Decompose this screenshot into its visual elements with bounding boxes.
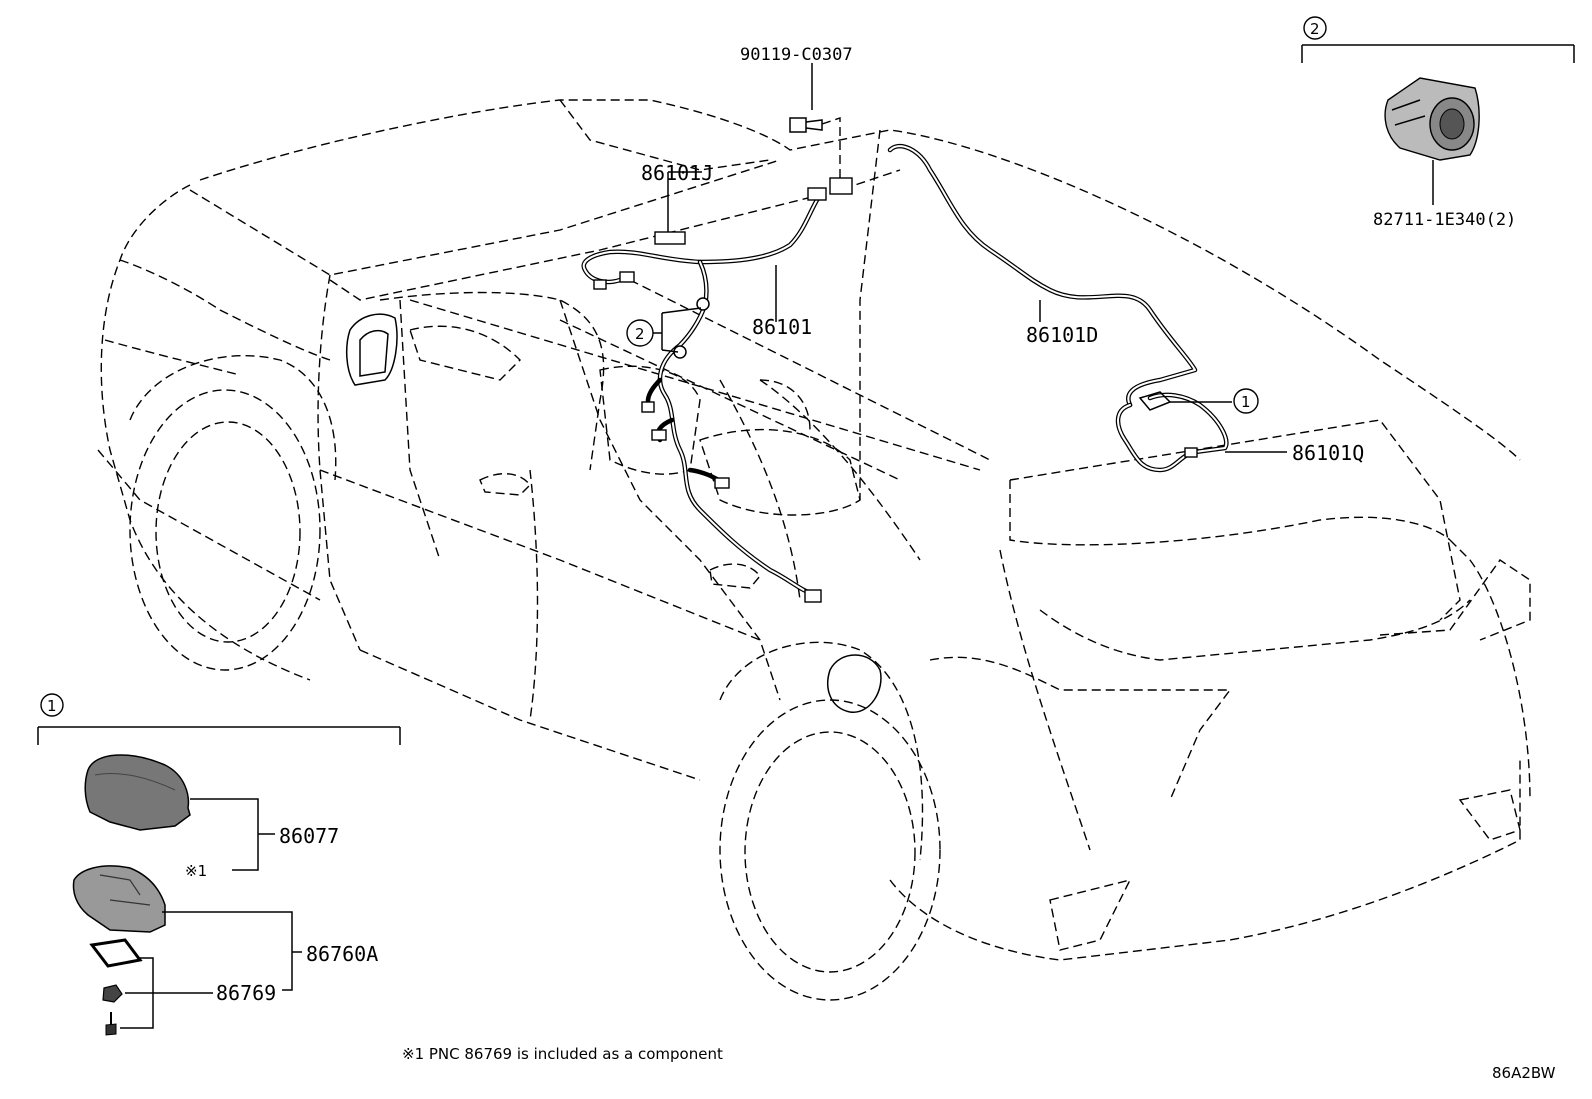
diagram-code: 86A2BW (1492, 1064, 1556, 1082)
group1-bracket (37, 693, 401, 745)
label-part-82711: 82711-1E340(2) (1373, 210, 1516, 230)
label-harness-q: 86101Q (1292, 441, 1364, 465)
label-gasket: 86769 (216, 981, 276, 1005)
label-leaders (652, 171, 1287, 453)
label-harness-d: 86101D (1026, 323, 1098, 347)
label-harness-main: 86101 (752, 315, 812, 339)
group2-bracket (1301, 16, 1575, 205)
label-note-ref: ※1 (185, 862, 207, 880)
label-antenna-assy: 86760A (306, 942, 378, 966)
footnote: ※1 PNC 86769 is included as a component (402, 1045, 723, 1063)
vehicle-outline (97, 99, 1531, 1001)
callout-group1-vehicle: 1 (1241, 393, 1251, 411)
bolt-part (789, 63, 841, 180)
antenna-parts (72, 754, 302, 1036)
callout-group2-header: 2 (1310, 20, 1320, 38)
callout-group1-header: 1 (47, 697, 57, 715)
label-bolt: 90119-C0307 (740, 45, 853, 65)
callout-circles (626, 319, 1259, 414)
wire-harnesses (581, 143, 1229, 603)
label-harness-j: 86101J (641, 161, 713, 185)
label-antenna-cover: 86077 (279, 824, 339, 848)
callout-group2-vehicle: 2 (635, 325, 645, 343)
